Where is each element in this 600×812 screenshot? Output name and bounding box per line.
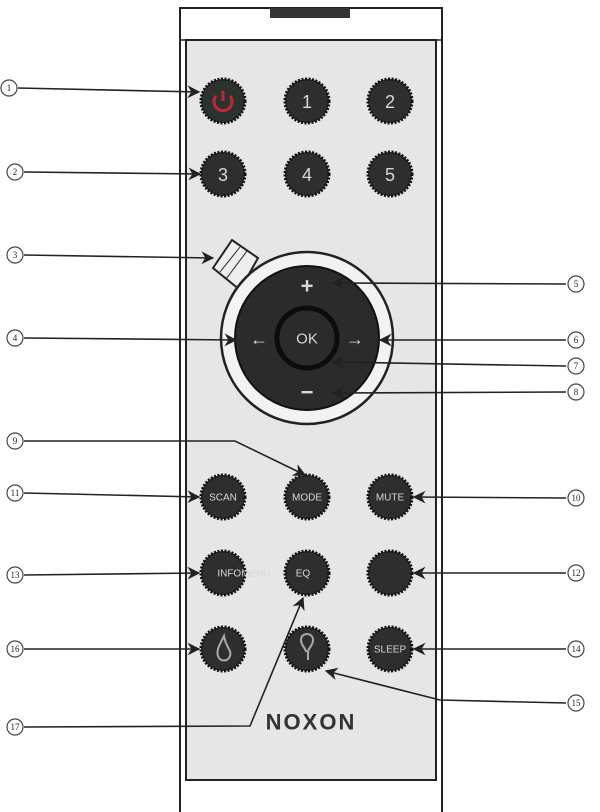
callout-5: 5	[567, 275, 585, 293]
power-button[interactable]	[199, 77, 247, 125]
sleep-label: SLEEP	[374, 645, 407, 656]
eq-label: EQ	[296, 569, 311, 580]
sleep-button[interactable]: SLEEP	[366, 625, 414, 673]
callout-4: 4	[6, 329, 24, 347]
mute-label: MUTE	[376, 493, 405, 504]
callout-7: 7	[567, 357, 585, 375]
callout-11: 11	[6, 484, 24, 502]
svg-text:9: 9	[13, 436, 18, 446]
favorite-button[interactable]	[199, 625, 247, 673]
leader-lines	[17, 85, 567, 728]
callout-6: 6	[567, 331, 585, 349]
button-5-label: 5	[385, 165, 395, 185]
mute-button[interactable]: MUTE	[366, 473, 414, 521]
ok-label: OK	[296, 331, 318, 348]
callout-8: 8	[567, 383, 585, 401]
button-1-label: 1	[302, 92, 312, 112]
callout-15: 15	[567, 694, 585, 712]
button-4[interactable]: 4	[283, 150, 331, 198]
svg-text:14: 14	[572, 644, 582, 654]
info-menu-label: INFOMENU	[217, 569, 270, 580]
right-arrow-button[interactable]: →	[346, 329, 364, 349]
svg-text:13: 13	[11, 570, 21, 580]
svg-text:5: 5	[574, 279, 579, 289]
callout-3: 3	[6, 246, 24, 264]
callout-2: 2	[6, 163, 24, 181]
volume-down-button[interactable]: −	[301, 380, 314, 405]
svg-text:6: 6	[574, 335, 579, 345]
button-5[interactable]: 5	[366, 150, 414, 198]
power-icon	[212, 91, 234, 113]
button-3-label: 3	[218, 165, 228, 185]
callout-10: 10	[567, 489, 585, 507]
callout-13: 13	[6, 566, 24, 584]
svg-text:11: 11	[11, 488, 20, 498]
callout-9: 9	[6, 432, 24, 450]
callout-12: 12	[567, 564, 585, 582]
blank-button[interactable]	[366, 549, 414, 597]
svg-text:16: 16	[11, 644, 21, 654]
button-3[interactable]: 3	[199, 150, 247, 198]
mode-button[interactable]: MODE	[283, 473, 331, 521]
scan-label: SCAN	[209, 493, 237, 504]
flame-icon	[216, 632, 232, 662]
svg-text:3: 3	[13, 250, 18, 260]
scan-button[interactable]: SCAN	[199, 473, 247, 521]
left-arrow-button[interactable]: ←	[250, 329, 268, 349]
callout-1: 1	[0, 79, 18, 97]
callout-17: 17	[6, 718, 24, 736]
svg-text:10: 10	[572, 493, 582, 503]
eq-button[interactable]: EQ	[283, 549, 331, 597]
volume-up-button[interactable]: +	[301, 274, 314, 299]
info-menu-button[interactable]: INFOMENU	[199, 549, 271, 597]
svg-text:8: 8	[574, 387, 579, 397]
svg-text:7: 7	[574, 361, 579, 371]
alarm-button[interactable]	[283, 625, 331, 673]
button-2-label: 2	[385, 92, 395, 112]
button-1[interactable]: 1	[283, 77, 331, 125]
svg-text:1: 1	[7, 83, 12, 93]
svg-text:2: 2	[13, 167, 18, 177]
bulb-icon	[300, 633, 315, 660]
svg-text:15: 15	[572, 698, 582, 708]
svg-text:17: 17	[11, 722, 21, 732]
svg-text:4: 4	[13, 333, 18, 343]
ok-button[interactable]: OK	[274, 305, 340, 371]
button-4-label: 4	[302, 165, 312, 185]
mode-label: MODE	[292, 493, 322, 504]
callout-16: 16	[6, 640, 24, 658]
button-2[interactable]: 2	[366, 77, 414, 125]
callout-14: 14	[567, 640, 585, 658]
svg-text:12: 12	[572, 568, 581, 578]
brand-logo: NOXON	[266, 710, 357, 735]
